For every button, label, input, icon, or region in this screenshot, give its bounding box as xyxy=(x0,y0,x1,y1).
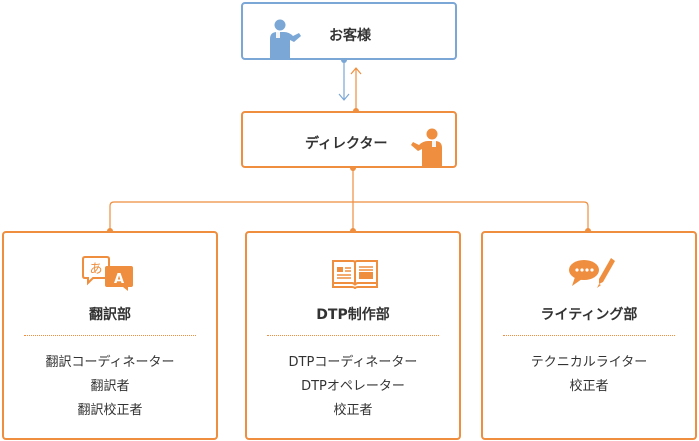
role-item: DTPオペレーター xyxy=(301,379,405,394)
role-item: 翻訳者 xyxy=(90,379,130,394)
dept-writing-roles: テクニカルライター 校正者 xyxy=(483,351,695,399)
role-item: 翻訳コーディネーター xyxy=(45,355,175,370)
dept-dtp-roles: DTPコーディネーター DTPオペレーター 校正者 xyxy=(247,351,459,423)
customer-person-icon xyxy=(270,19,301,58)
dept-writing-divider xyxy=(503,335,675,336)
dept-translation-divider xyxy=(24,335,196,336)
translation-speech-bubbles-icon: あ A xyxy=(82,256,133,291)
director-person-icon xyxy=(411,128,442,167)
director-to-customer-arrow xyxy=(350,67,362,114)
dept-dtp-title: DTP制作部 xyxy=(316,307,390,323)
dept-translation-title: 翻訳部 xyxy=(89,307,131,323)
director-label: ディレクター xyxy=(305,136,388,152)
director-box: ディレクター xyxy=(241,111,457,168)
role-item: 校正者 xyxy=(569,379,609,394)
dept-dtp-divider xyxy=(267,335,439,336)
svg-text:あ: あ xyxy=(89,262,102,277)
customer-box: お客様 xyxy=(241,2,457,60)
dept-translation-box: あ A 翻訳部 翻訳コーディネーター 翻訳者 翻訳校正者 xyxy=(2,231,218,440)
dept-translation-roles: 翻訳コーディネーター 翻訳者 翻訳校正者 xyxy=(4,351,216,423)
role-item: 翻訳校正者 xyxy=(77,403,143,418)
dept-dtp-box: DTP制作部 DTPコーディネーター DTPオペレーター 校正者 xyxy=(245,231,461,440)
svg-text:A: A xyxy=(114,272,124,287)
speech-bubble-pen-icon xyxy=(569,258,615,288)
director-to-departments-tree xyxy=(109,168,589,231)
role-item: DTPコーディネーター xyxy=(288,355,418,370)
dept-writing-title: ライティング部 xyxy=(540,307,638,323)
open-book-icon xyxy=(332,260,378,289)
customer-label: お客様 xyxy=(329,28,371,44)
role-item: 校正者 xyxy=(333,403,373,418)
dept-writing-box: ライティング部 テクニカルライター 校正者 xyxy=(481,231,697,440)
customer-to-director-arrow xyxy=(338,57,350,101)
role-item: テクニカルライター xyxy=(530,355,648,370)
